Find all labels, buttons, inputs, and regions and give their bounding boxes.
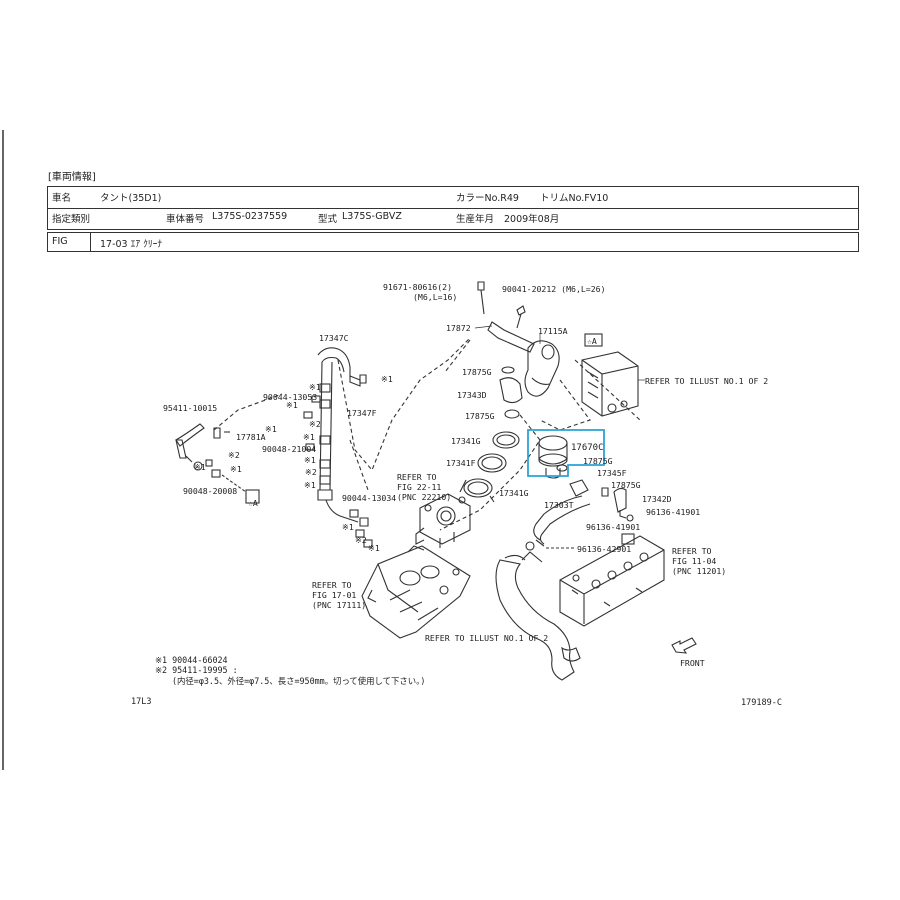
label-star-a-right: ☆A <box>587 336 597 346</box>
label-refer-illust-bottom: REFER TO ILLUST NO.1 OF 2 <box>425 633 549 643</box>
footer-right-code: 179189-C <box>741 698 782 708</box>
note-2: ※2 95411-19995 : <box>155 665 238 675</box>
label-refer-fig-22-line2: FIG 22-11 <box>397 482 442 492</box>
color-label: カラーNo.R49 <box>456 193 519 204</box>
chassis-value: L375S-0237559 <box>212 211 288 222</box>
footer-left-code: 17L3 <box>131 697 152 707</box>
vehicle-info-row-2: 指定類別 車体番号 L375S-0237559 型式 L375S-GBVZ 生産… <box>48 208 858 229</box>
label-90044-13034: 90044-13034 <box>342 493 397 503</box>
label-17875G-3: 17875G <box>583 456 613 466</box>
label-refer-fig-11-line2: FIG 11-04 <box>672 556 717 566</box>
category-label: 指定類別 <box>52 214 91 225</box>
highlight-box <box>527 429 605 477</box>
marker-x1-h: ※1 <box>342 522 354 532</box>
label-17341G-1: 17341G <box>451 436 481 446</box>
label-96136-41901-b: 96136-41901 <box>586 522 641 532</box>
label-96136-41901-a: 96136-41901 <box>646 507 701 517</box>
vehicle-info-table: 車名 タント(35D1) カラーNo.R49 トリムNo.FV10 指定類別 車… <box>47 186 859 230</box>
label-17341G-2: 17341G <box>499 488 529 498</box>
label-91671-spec: (M6,L=16) <box>413 292 458 302</box>
marker-x1-d: ※1 <box>265 424 277 434</box>
label-90041: 90041-20212 (M6,L=26) <box>502 284 606 294</box>
note-1: ※1 90044-66024 <box>155 655 228 665</box>
label-17875G-4: 17875G <box>611 480 641 490</box>
label-17341F: 17341F <box>446 458 476 468</box>
label-star-a-left: ☆A <box>248 498 258 508</box>
label-17303T: 17303T <box>544 500 574 510</box>
marker-x1-g: ※1 <box>304 480 316 490</box>
label-refer-fig-17-line2: FIG 17-01 <box>312 590 357 600</box>
label-refer-illust-right: REFER TO ILLUST NO.1 OF 2 <box>645 376 769 386</box>
label-90044-13053: 90044-13053 <box>263 392 318 402</box>
fig-divider <box>90 233 91 251</box>
name-label: 車名 <box>52 193 72 204</box>
label-17347F: 17347F <box>347 408 377 418</box>
label-90048-21004: 90048-21004 <box>262 444 317 454</box>
vehicle-info-row-1: 車名 タント(35D1) カラーNo.R49 トリムNo.FV10 <box>48 187 858 209</box>
label-refer-fig-22-line3: (PNC 22210) <box>397 492 452 502</box>
marker-x1-e: ※1 <box>303 432 315 442</box>
marker-x2-b: ※2 <box>305 467 317 477</box>
marker-x1-f: ※1 <box>304 455 316 465</box>
label-17875G-1: 17875G <box>462 367 492 377</box>
production-value: 2009年08月 <box>504 214 560 225</box>
label-91671: 91671-80616(2) <box>383 282 453 292</box>
marker-x2-c: ※2 <box>355 535 367 545</box>
note-3: (内径=φ3.5、外径=φ7.5、長さ=950mm。切って使用して下さい。) <box>172 676 426 686</box>
label-17670C: 17670C <box>571 443 604 453</box>
marker-x1-k: ※1 <box>230 464 242 474</box>
marker-x1-a: ※1 <box>381 374 393 384</box>
label-17115A: 17115A <box>538 326 568 336</box>
label-refer-fig-11-line3: (PNC 11201) <box>672 566 727 576</box>
label-17781A: 17781A <box>236 432 266 442</box>
marker-x1-b: ※1 <box>309 382 321 392</box>
trim-label: トリムNo.FV10 <box>540 193 609 204</box>
marker-x1-i: ※1 <box>368 543 380 553</box>
production-label: 生産年月 <box>456 214 495 225</box>
marker-x2-d: ※2 <box>228 450 240 460</box>
section-title: [車両情報] <box>48 172 96 183</box>
fig-row: FIG 17-03 ｴｱ ｸﾘｰﾅ <box>47 232 859 252</box>
fig-label: FIG <box>52 236 68 247</box>
label-90048-20008: 90048-20008 <box>183 486 238 496</box>
label-17345F: 17345F <box>597 468 627 478</box>
label-17347C: 17347C <box>319 333 349 343</box>
label-95411-10015: 95411-10015 <box>163 403 218 413</box>
model-label: 型式 <box>318 214 338 225</box>
marker-x1-c: ※1 <box>286 400 298 410</box>
label-front: FRONT <box>680 658 705 668</box>
label-17872: 17872 <box>446 323 471 333</box>
marker-x1-j: ※1 <box>194 462 206 472</box>
label-17343D: 17343D <box>457 390 487 400</box>
chassis-label: 車体番号 <box>166 214 205 225</box>
fig-value: 17-03 ｴｱ ｸﾘｰﾅ <box>100 239 163 250</box>
label-17875G-2: 17875G <box>465 411 495 421</box>
label-refer-fig-11-line1: REFER TO <box>672 546 712 556</box>
name-value: タント(35D1) <box>100 193 162 204</box>
label-refer-fig-17-line1: REFER TO <box>312 580 352 590</box>
marker-x2-a: ※2 <box>309 419 321 429</box>
model-value: L375S-GBVZ <box>342 211 402 222</box>
label-refer-fig-22-line1: REFER TO <box>397 472 437 482</box>
label-refer-fig-17-line3: (PNC 17111) <box>312 600 367 610</box>
label-17342D: 17342D <box>642 494 672 504</box>
label-96136-42901: 96136-42901 <box>577 544 632 554</box>
